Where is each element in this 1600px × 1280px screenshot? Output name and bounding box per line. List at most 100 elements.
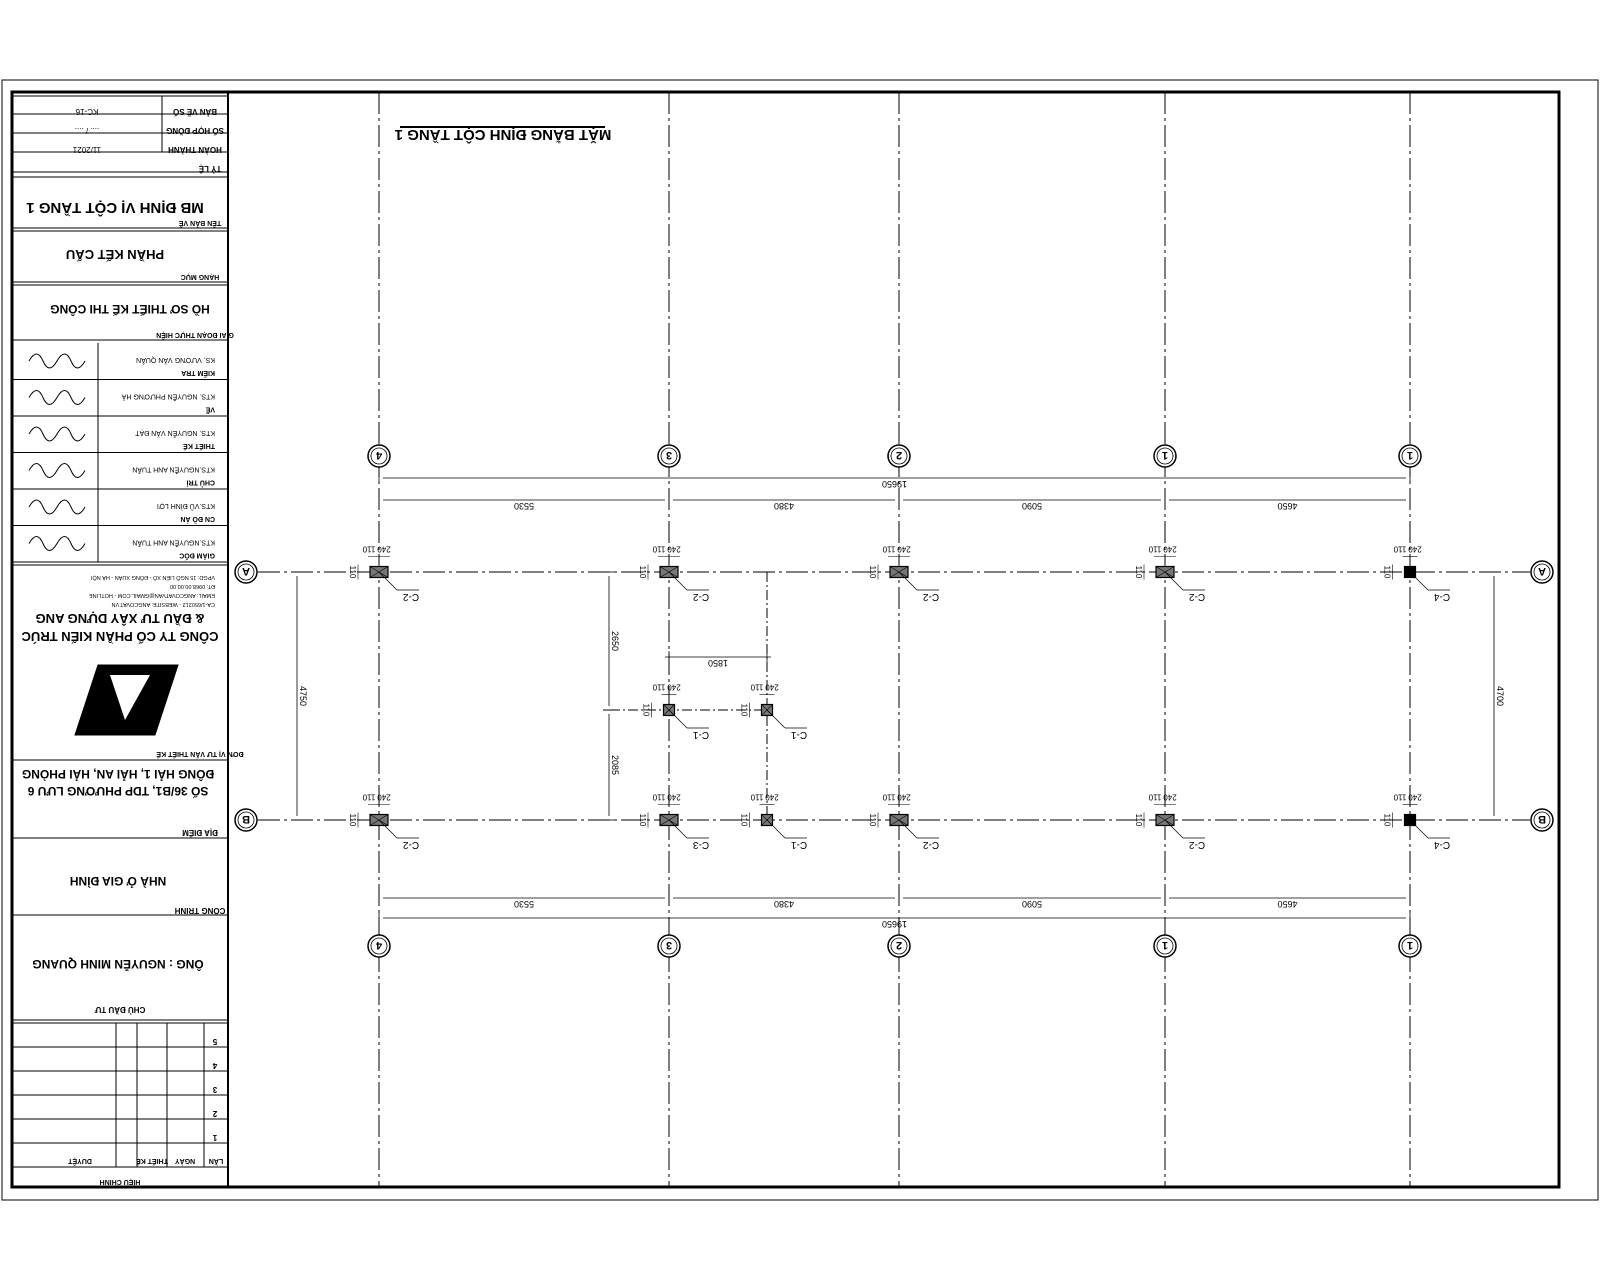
dim-span-b-1: 4380: [668, 892, 900, 909]
revision-header-2: THIẾT KẾ: [136, 1157, 168, 1167]
role-name-1: KTS. NGUYỄN PHƯƠNG HÀ: [121, 393, 215, 402]
column-a-3-label: C-2: [693, 591, 710, 602]
column-a-2-size-h: 110: [868, 566, 877, 579]
column-b-sub-leader: [766, 819, 786, 839]
column-a-1b-label: C-4: [1434, 591, 1451, 602]
drawing-name-label: TÊN BẢN VẼ: [178, 219, 221, 228]
column-mid-1-label: C-1: [693, 729, 710, 740]
column-a-3-size-w2: 110: [652, 545, 665, 554]
dim-span-b-3: 4650: [1164, 892, 1411, 909]
axis-bubble-top-1: 3: [657, 934, 681, 958]
dim-span-a-3: 4650: [1164, 494, 1411, 511]
axis-bubble-right-A-label: A: [1538, 565, 1546, 577]
drawing-name-value: MB ĐỊNH VỊ CỘT TẦNG 1: [26, 199, 204, 217]
dim-span-a-0-text: 5530: [514, 501, 534, 511]
column-a-1-label: C-2: [1189, 591, 1206, 602]
axis-bubble-bottom-2: 2: [887, 444, 911, 468]
axis-bubble-bottom-0: 4: [367, 444, 391, 468]
dim-total-a-text: 19650: [882, 479, 907, 489]
column-b-1b-size-h: 110: [1383, 814, 1392, 827]
role-label-2: THIẾT KẾ: [183, 442, 215, 452]
revision-row-3: 3: [212, 1085, 217, 1094]
dim-sub-span-text: 1850: [708, 658, 728, 668]
column-a-2-leader: [898, 571, 918, 591]
axis-bubble-top-1-label: 3: [666, 939, 672, 951]
role-name-3: KTS.NGUYỄN ANH TUẤN: [132, 466, 215, 476]
axis-bubble-top-4-label: 1: [1407, 939, 1413, 951]
axis-bubble-right-A-inner: [1533, 563, 1551, 581]
axis-bubble-left-A-label: A: [242, 565, 250, 577]
column-a-1b-size-h: 110: [1383, 566, 1392, 579]
axis-bubble-top-2-inner: [890, 937, 908, 955]
signature-5: [28, 536, 86, 551]
axis-bubble-right-B-label: B: [1538, 813, 1546, 825]
column-b-1b-leader: [1409, 819, 1429, 839]
column-a-1-size-h: 110: [1134, 566, 1143, 579]
revision-row-2: 2: [212, 1109, 217, 1118]
dim-right-ab: 4700: [1488, 571, 1505, 821]
column-a-4-size-w: 240: [377, 545, 391, 554]
dim-span-b-0: 5530: [378, 892, 670, 909]
axis-bubble-left-B: B: [234, 808, 258, 832]
role-label-3: CHỦ TRÌ: [187, 479, 215, 488]
scale-label: TỶ LỆ: [198, 164, 221, 173]
role-label-5: GIÁM ĐỐC: [179, 552, 215, 562]
location-line-1: SỐ 36/B1, TDP PHƯƠNG LƯU 6: [27, 784, 208, 799]
column-mid-2-leader: [766, 709, 786, 729]
signature-0: [28, 353, 86, 369]
axis-bubble-bottom-0-label: 4: [375, 449, 382, 461]
project-label: CÔNG TRÌNH: [174, 906, 225, 915]
axis-bubble-bottom-4-inner: [1401, 447, 1419, 465]
signature-4: [28, 499, 86, 515]
column-a-1b-leader: [1409, 571, 1429, 591]
axis-bubble-left-A-inner: [237, 563, 255, 581]
revision-header-3: DUYỆT: [67, 1157, 91, 1166]
axis-bubble-bottom-4-label: 1: [1407, 449, 1413, 461]
column-b-3-leader: [668, 819, 688, 839]
role-label-1: VẼ: [205, 406, 215, 415]
company-name-2: & ĐẦU TƯ XÂY DỰNG ANG: [36, 611, 205, 626]
column-mid-2-label: C-1: [791, 729, 808, 740]
column-mid-2-size-w2: 110: [750, 683, 763, 692]
column-mid-2-size-w: 240: [765, 683, 779, 692]
axis-bubble-bottom-3: 1: [1153, 444, 1177, 468]
axis-bubble-right-B-inner: [1533, 811, 1551, 829]
phase-value: HỒ SƠ THIẾT KẾ THI CÔNG: [50, 302, 210, 317]
dim-total-b: 19650: [378, 912, 1411, 929]
column-b-1-size-h: 110: [1134, 814, 1143, 827]
dim-span-b-2-text: 5090: [1022, 899, 1042, 909]
axis-bubble-left-A: A: [234, 560, 258, 584]
category-label: HẠNG MỤC: [181, 273, 220, 280]
axis-bubble-bottom-0-inner: [370, 447, 388, 465]
dim-span-b-2: 5090: [898, 892, 1166, 909]
revision-title: HIỆU CHỈNH: [100, 1178, 141, 1187]
axis-bubble-top-0: 4: [367, 934, 391, 958]
column-a-4-size-h: 110: [348, 566, 357, 579]
axis-bubble-top-4-inner: [1401, 937, 1419, 955]
column-b-1b-size-w: 240: [1408, 793, 1422, 802]
column-b-3-size-h: 110: [638, 814, 647, 827]
dim-total-b-text: 19650: [882, 919, 907, 929]
column-b-4-leader: [378, 819, 398, 839]
column-b-1-label: C-2: [1189, 839, 1206, 850]
axis-bubble-top-2-label: 2: [896, 939, 902, 951]
revision-header-0: LẦN: [209, 1157, 223, 1167]
completed-label: HOÀN THÀNH: [168, 145, 222, 154]
sheet-no-label: BẢN VẼ SỐ: [173, 107, 217, 117]
column-b-4-size-w: 240: [377, 793, 391, 802]
revision-header-1: NGÀY: [175, 1157, 196, 1166]
column-b-1-leader: [1164, 819, 1184, 839]
column-mid-1-size-w2: 110: [652, 683, 665, 692]
location-label: ĐỊA ĐIỂM: [182, 828, 218, 837]
dim-total-a: 19650: [378, 472, 1411, 489]
column-mid-1-size-h: 110: [642, 704, 651, 717]
company-name-1: CÔNG TY CỔ PHẦN KIẾN TRÚC: [21, 629, 219, 644]
